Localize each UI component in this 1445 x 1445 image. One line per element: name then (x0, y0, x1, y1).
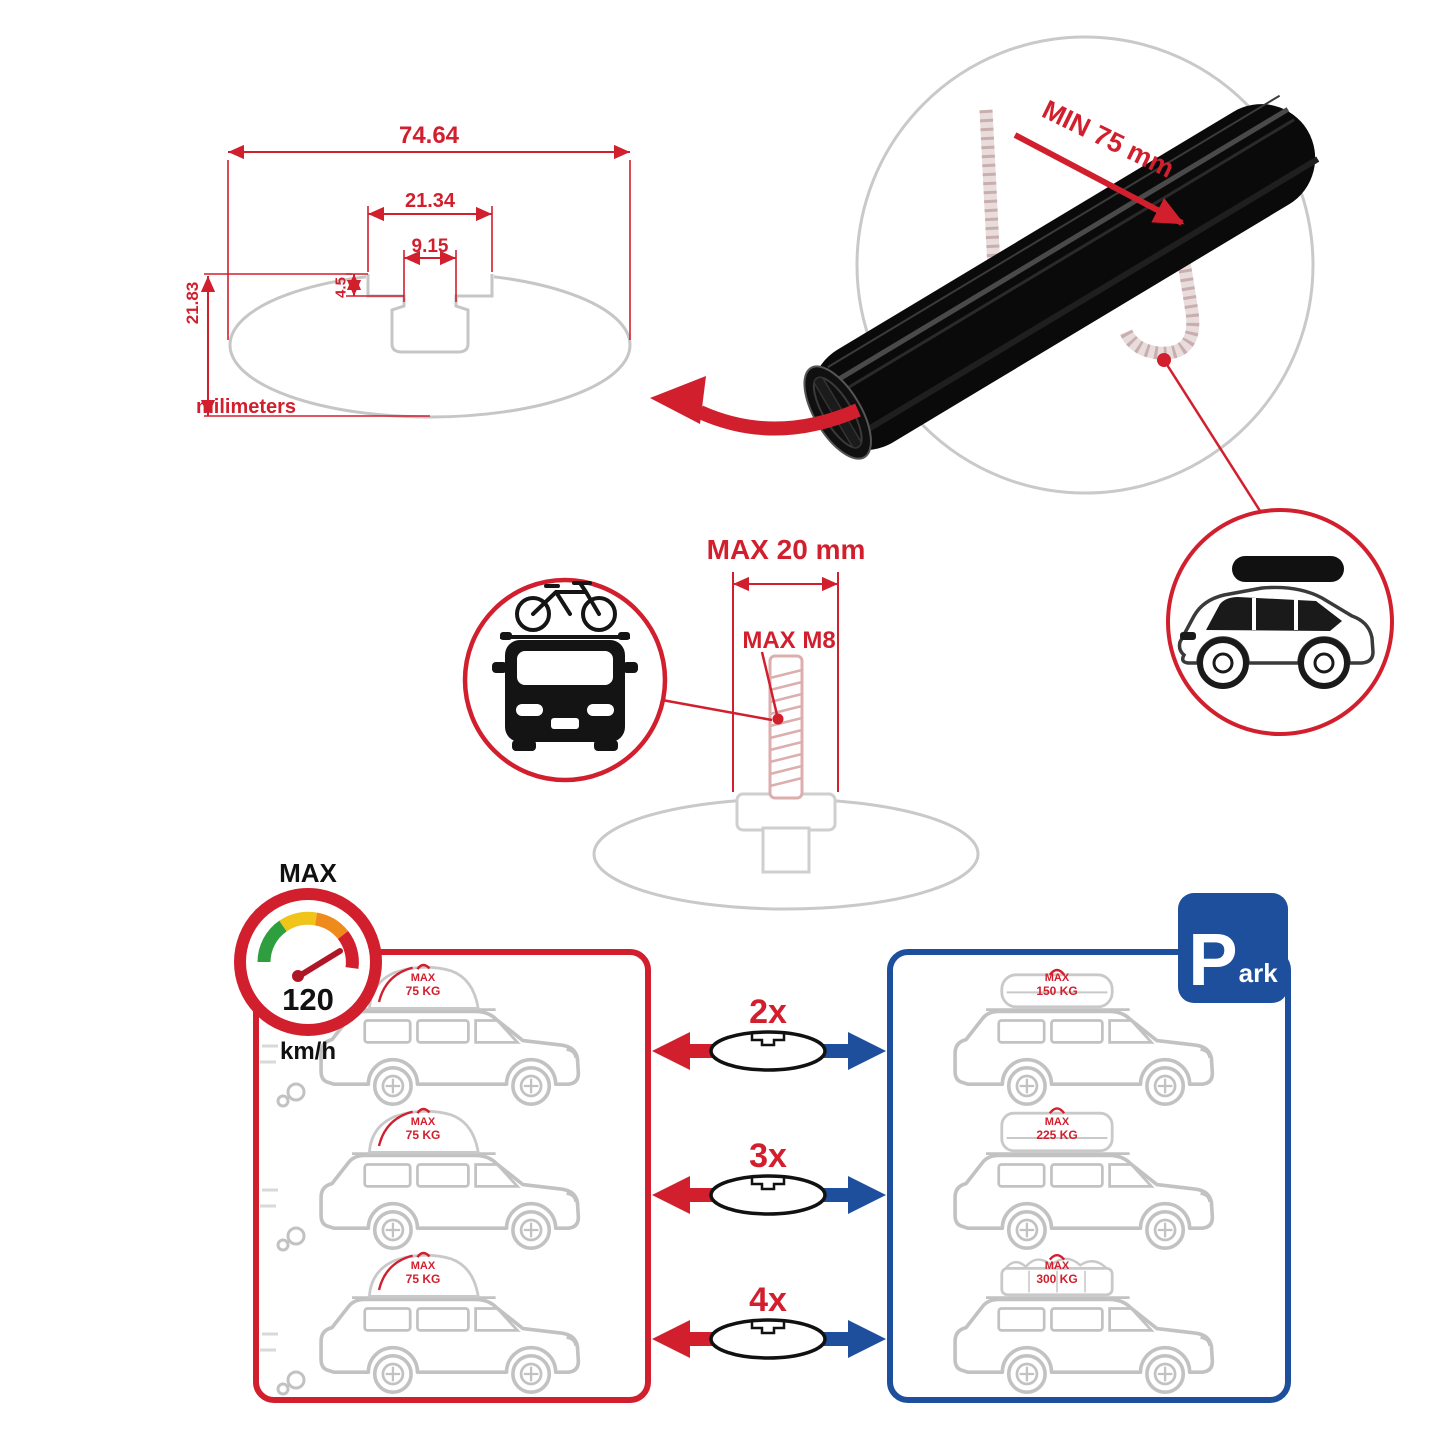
park-sign-letter: P (1188, 917, 1238, 1001)
dimension-unit-label: milimeters (196, 396, 297, 418)
t-slot-channel-profile (366, 274, 494, 354)
bolt-spec-diagram (592, 572, 980, 911)
bolt-max-thread-label: MAX M8 (742, 627, 836, 654)
dimension-channel-outer-label: 21.34 (404, 190, 456, 212)
threaded-stud (768, 654, 804, 800)
crossbar-section-icon (709, 1318, 827, 1360)
gauge-value-label: 120 (282, 982, 334, 1017)
parked-load-label-1: MAX 150 KG (1036, 972, 1078, 998)
u-bolt (979, 109, 1200, 360)
arrow-row-4x (652, 1318, 886, 1360)
zoom-callout-arrow (697, 403, 861, 436)
bike-icon (515, 581, 617, 632)
driving-cars (260, 963, 581, 1396)
arrow-row-3x (652, 1174, 886, 1216)
dimension-total-width-label: 74.64 (398, 122, 460, 149)
dimension-lip-depth-label: 4.5 (332, 277, 350, 298)
parked-load-label-2: MAX 225 KG (1036, 1116, 1078, 1142)
suv-roofbox-callout (1166, 508, 1394, 736)
parked-load-label-3: MAX 300 KG (1036, 1260, 1078, 1286)
crossbar-zoom-callout (650, 35, 1320, 515)
driving-load-label-3: MAX 75 KG (405, 1260, 441, 1286)
arrow-row-2x (652, 1030, 886, 1072)
car-front-icon (492, 632, 638, 751)
park-sign: P ark (1178, 893, 1288, 1003)
speed-limit-gauge (234, 888, 382, 1036)
dimension-channel-inner-label: 9.15 (411, 236, 449, 257)
crossbar-dimension-diagram (200, 144, 632, 419)
park-sign-suffix: ark (1238, 958, 1278, 988)
bar-count-arrows (652, 1030, 886, 1360)
driving-load-label-1: MAX 75 KG (405, 972, 441, 998)
t-nut-stem (761, 826, 811, 874)
black-crossbar (803, 94, 1320, 460)
dimension-total-height-label: 21.83 (183, 281, 202, 325)
gauge-max-label: MAX (279, 858, 337, 888)
min-distance-arrow (1013, 132, 1185, 226)
multiplier-3x-label: 3x (749, 1137, 787, 1175)
driving-load-label-2: MAX 75 KG (405, 1116, 441, 1142)
multiplier-4x-label: 4x (749, 1281, 787, 1319)
gauge-unit-label: km/h (279, 1038, 336, 1065)
bolt-max-width-label: MAX 20 mm (706, 534, 866, 565)
roof-box-icon (1232, 556, 1344, 582)
crossbar-section-icon (709, 1030, 827, 1072)
multiplier-2x-label: 2x (749, 993, 787, 1031)
crossbar-section-icon (709, 1174, 827, 1216)
bike-on-car-callout (462, 577, 773, 783)
